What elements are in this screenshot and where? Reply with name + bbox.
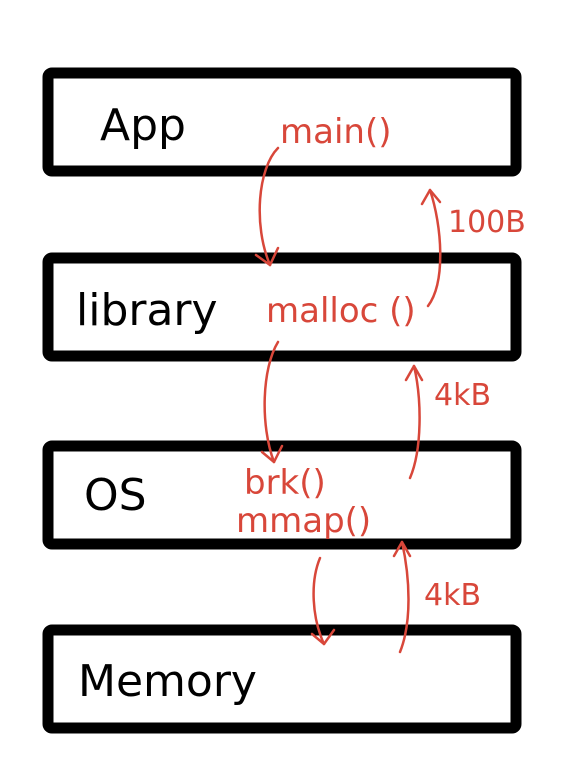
size-label-4kb-os: 4kB [434, 378, 491, 413]
arrow-malloc-to-brk [260, 340, 284, 464]
malloc-call-label: malloc () [266, 291, 416, 331]
main-call-label: main() [280, 112, 391, 152]
os-layer-label: OS [84, 470, 147, 521]
library-layer-box [42, 252, 522, 362]
brk-call-label: brk() [244, 463, 326, 503]
size-label-4kb-memory: 4kB [424, 578, 481, 613]
size-label-100b: 100B [448, 205, 526, 240]
arrow-main-to-malloc [254, 146, 280, 267]
memory-layer-box [42, 624, 522, 734]
arrow-library-to-app [420, 188, 442, 308]
app-layer-box [42, 67, 522, 177]
arrow-mmap-to-memory [310, 556, 336, 646]
arrow-os-to-library [404, 364, 424, 480]
app-layer-label: App [100, 100, 186, 151]
mmap-call-label: mmap() [236, 501, 371, 541]
memory-layer-label: Memory [78, 656, 257, 707]
library-layer-label: library [76, 285, 218, 336]
arrow-memory-to-os [392, 540, 412, 654]
